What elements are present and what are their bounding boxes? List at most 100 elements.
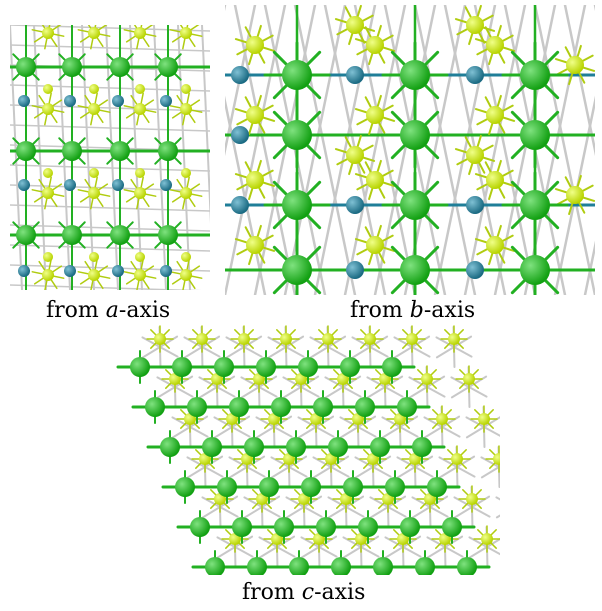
green-atom (62, 141, 82, 161)
bond (10, 264, 210, 272)
bond (303, 506, 323, 518)
yellow-atom (42, 27, 54, 39)
bond (171, 426, 191, 439)
teal-atom (346, 196, 364, 214)
bond (384, 375, 404, 388)
teal-atom (231, 196, 249, 214)
bond (177, 25, 191, 290)
yellow-atom (436, 413, 448, 425)
green-atom (145, 397, 165, 417)
bond (493, 5, 557, 295)
bond (369, 346, 389, 358)
yellow-atom (566, 186, 584, 204)
bond (354, 456, 374, 468)
yellow-atom (43, 84, 53, 94)
bond (228, 466, 248, 479)
bond (433, 5, 497, 295)
green-atom (244, 437, 264, 457)
bond (351, 346, 371, 359)
green-atom (520, 60, 550, 90)
yellow-atom (89, 252, 99, 262)
teal-atom (466, 261, 484, 279)
bond (468, 375, 488, 388)
yellow-atom (246, 236, 264, 254)
yellow-atom (448, 333, 460, 345)
yellow-atom (246, 36, 264, 54)
bond (243, 496, 263, 508)
green-atom (520, 255, 550, 285)
bond (273, 415, 293, 428)
bond (309, 346, 329, 359)
bond (10, 84, 210, 92)
yellow-atom (88, 27, 100, 39)
bond (381, 416, 401, 428)
yellow-atom (135, 168, 145, 178)
bond (285, 506, 305, 519)
bond (450, 386, 470, 399)
caption-c-prefix: from (242, 580, 302, 605)
green-atom (457, 557, 477, 575)
bond (216, 386, 236, 398)
bond (234, 535, 254, 548)
bond (312, 456, 332, 468)
green-atom (229, 397, 249, 417)
yellow-atom (493, 453, 500, 465)
caption-b-axis-letter: b (409, 298, 424, 323)
bond (213, 416, 233, 428)
bond (396, 456, 416, 468)
yellow-atom (421, 373, 433, 385)
yellow-atom (42, 187, 54, 199)
yellow-atom (134, 269, 146, 281)
bond (471, 506, 491, 518)
bond (468, 536, 488, 548)
teal-atom (466, 66, 484, 84)
yellow-atom (134, 187, 146, 199)
bond (324, 386, 344, 399)
bond (318, 546, 338, 558)
green-atom (16, 57, 36, 77)
bond (10, 124, 210, 132)
green-atom (271, 397, 291, 417)
green-atom (16, 225, 36, 245)
green-atom (382, 357, 402, 377)
green-atom (442, 517, 462, 537)
bond (10, 25, 210, 32)
bond (381, 426, 401, 439)
bond (399, 415, 419, 428)
bond (183, 336, 203, 348)
bond (258, 386, 278, 398)
bond (468, 546, 488, 559)
bond (444, 535, 464, 548)
bond (303, 495, 323, 508)
yellow-atom (89, 84, 99, 94)
bond (480, 456, 500, 468)
bond (312, 466, 332, 479)
teal-atom (466, 196, 484, 214)
teal-atom (112, 265, 124, 277)
bond (258, 536, 278, 548)
teal-atom (231, 66, 249, 84)
yellow-atom (366, 171, 384, 189)
caption-b-prefix: from (350, 298, 410, 323)
yellow-atom (181, 84, 191, 94)
green-atom (313, 397, 333, 417)
teal-atom (18, 179, 30, 191)
teal-atom (112, 179, 124, 191)
bond (327, 496, 347, 508)
bond (441, 415, 461, 428)
bond (483, 426, 500, 437)
bond (411, 496, 431, 508)
green-atom (158, 57, 178, 77)
bond (270, 466, 290, 479)
bond (411, 346, 431, 358)
bond (285, 496, 305, 508)
green-atom (110, 141, 130, 161)
bond (261, 506, 281, 518)
caption-c-suffix: -axis (314, 580, 366, 605)
caption-a-axis: from a-axis (46, 298, 170, 323)
bond (453, 496, 473, 508)
bond (261, 495, 281, 508)
bond (228, 456, 248, 468)
green-atom (400, 190, 430, 220)
bond (297, 426, 317, 439)
